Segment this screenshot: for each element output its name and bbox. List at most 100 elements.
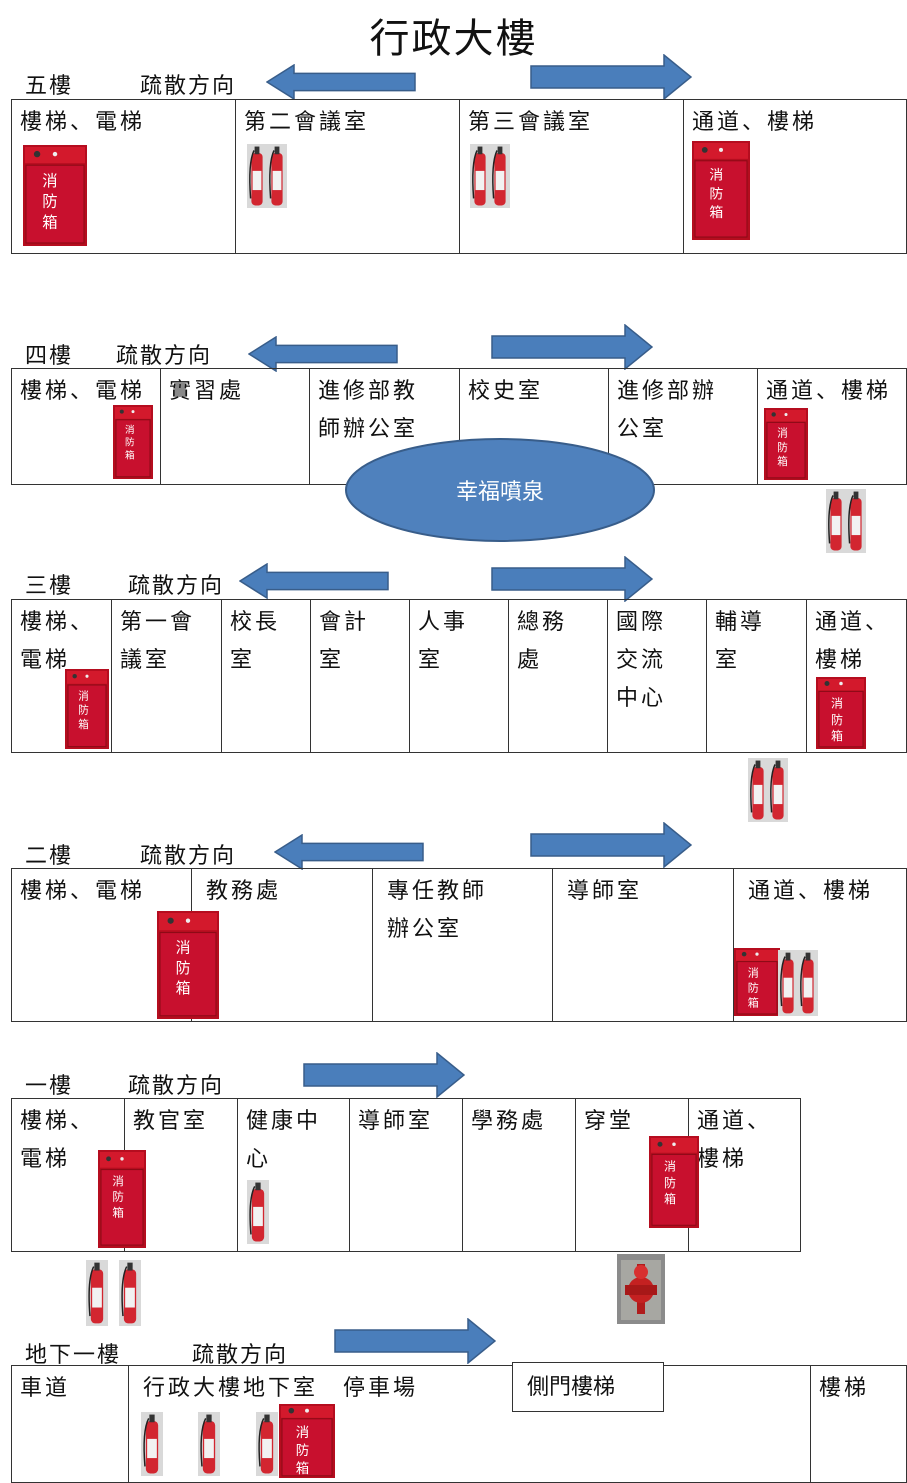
fountain-label: 幸福噴泉 <box>455 480 544 505</box>
svg-text:防: 防 <box>831 712 843 727</box>
room-label: 校長 室 <box>230 610 281 673</box>
fire-hose-cabinet-icon: 消防箱 <box>764 408 808 480</box>
fire-hose-cabinet-icon: 消防箱 <box>23 145 87 246</box>
floor-label-4f: 四樓 <box>25 344 74 369</box>
fire-hose-cabinet-icon: 消防箱 <box>65 669 109 749</box>
room-cell: 導師室 <box>350 1099 463 1251</box>
room-label: 通道、樓梯 <box>748 879 874 904</box>
evac-arrow-right-2f <box>530 822 692 868</box>
room-label: 輔導 室 <box>715 610 766 673</box>
svg-text:消: 消 <box>78 689 89 702</box>
svg-text:防: 防 <box>112 1190 124 1204</box>
room-cell: 實習處 <box>161 369 310 484</box>
fire-hose-cabinet-icon: 消防箱 <box>734 948 780 1016</box>
svg-text:消: 消 <box>42 172 57 190</box>
svg-text:箱: 箱 <box>777 455 788 468</box>
room-cell: 通道、 樓梯 <box>807 600 906 752</box>
room-cell: 校史室 <box>460 369 609 484</box>
side-stair-box: 側門樓梯 <box>512 1362 664 1412</box>
room-label: 第二會議室 <box>244 110 370 135</box>
fire-hose-cabinet-icon: 消防箱 <box>98 1150 146 1248</box>
fire-extinguisher-icon <box>748 758 788 822</box>
room-label: 樓梯、電梯 <box>20 879 146 904</box>
fire-extinguisher-icon <box>247 144 287 208</box>
room-cell: 第一會 議室 <box>112 600 222 752</box>
room-label: 車道 <box>20 1376 71 1401</box>
room-cell: 教官室 <box>125 1099 238 1251</box>
room-cell: 樓梯、電梯 <box>12 100 236 253</box>
room-cell: 輔導 室 <box>707 600 807 752</box>
svg-text:防: 防 <box>125 437 135 449</box>
svg-text:防: 防 <box>78 704 89 717</box>
evac-arrow-left-4f <box>248 336 398 372</box>
room-label: 專任教師 辦公室 <box>387 879 488 942</box>
room-label: 樓梯 <box>819 1376 870 1401</box>
evac-label-3f: 疏散方向 <box>128 574 225 599</box>
svg-text:消: 消 <box>112 1174 124 1188</box>
room-cell: 教務處 <box>192 869 373 1021</box>
floor-label-3f: 三樓 <box>25 574 74 599</box>
fire-extinguisher-icon <box>141 1412 163 1476</box>
room-cell: 第二會議室 <box>236 100 460 253</box>
svg-text:箱: 箱 <box>664 1191 676 1206</box>
fire-extinguisher-icon <box>256 1412 278 1476</box>
page-title: 行政大樓 <box>369 16 538 62</box>
evac-arrow-left-3f <box>239 563 389 599</box>
svg-text:消: 消 <box>748 966 759 980</box>
fire-extinguisher-icon <box>86 1260 108 1326</box>
svg-text:箱: 箱 <box>125 450 135 462</box>
fire-extinguisher-icon <box>778 950 818 1016</box>
room-cell: 導師室 <box>553 869 734 1021</box>
evac-arrow-right-3f <box>491 556 653 602</box>
evac-arrow-right-1f <box>303 1052 465 1098</box>
svg-text:消: 消 <box>176 939 191 957</box>
room-cell: 健康中 心 <box>238 1099 350 1251</box>
fountain-ellipse <box>345 438 655 542</box>
fire-hose-cabinet-icon: 消防箱 <box>279 1404 335 1478</box>
room-cell: 樓梯、電梯 <box>12 369 161 484</box>
room-label: 會計 室 <box>319 610 370 673</box>
room-cell: 人事 室 <box>410 600 509 752</box>
room-label: 樓梯、 電梯 <box>20 1109 96 1172</box>
room-cell: 樓梯、 電梯 <box>12 600 112 752</box>
fire-extinguisher-icon <box>470 144 510 208</box>
fire-hydrant-icon <box>617 1254 665 1324</box>
fire-extinguisher-icon <box>247 1180 269 1244</box>
room-label: 樓梯、 電梯 <box>20 610 96 673</box>
room-label: 健康中 心 <box>246 1109 322 1172</box>
evac-label-5f: 疏散方向 <box>140 74 237 99</box>
room-cell: 通道、樓梯 <box>684 100 906 253</box>
floor-row-3f: 樓梯、 電梯 第一會 議室 校長 室 會計 室 人事 室 總務 處 國際 交流 … <box>11 599 907 753</box>
svg-text:箱: 箱 <box>709 205 723 221</box>
fire-hose-cabinet-icon: 消防箱 <box>649 1136 699 1228</box>
room-cell: 總務 處 <box>509 600 608 752</box>
svg-text:箱: 箱 <box>78 718 89 731</box>
evac-label-b1: 疏散方向 <box>192 1343 289 1368</box>
room-label: 教務處 <box>206 879 282 904</box>
room-label: 進修部教 師辦公室 <box>318 379 419 442</box>
svg-text:防: 防 <box>176 959 191 977</box>
room-label: 進修部辦 公室 <box>617 379 718 442</box>
room-label: 第三會議室 <box>468 110 594 135</box>
room-cell: 會計 室 <box>311 600 410 752</box>
svg-text:箱: 箱 <box>42 213 57 231</box>
floor-label-b1: 地下一樓 <box>25 1343 122 1368</box>
room-label: 總務 處 <box>517 610 568 673</box>
evac-label-2f: 疏散方向 <box>140 844 237 869</box>
room-label: 行政大樓地下室 停車場 <box>143 1376 419 1401</box>
room-cell: 學務處 <box>463 1099 576 1251</box>
evac-arrow-left-5f <box>266 64 416 100</box>
floor-label-1f: 一樓 <box>25 1074 74 1099</box>
room-cell: 通道、樓梯 <box>734 869 906 1021</box>
svg-text:箱: 箱 <box>748 995 759 1009</box>
room-label: 實習處 <box>169 379 245 404</box>
fire-hose-cabinet-icon: 消防箱 <box>113 405 153 479</box>
svg-text:消: 消 <box>125 424 135 436</box>
floor-label-5f: 五樓 <box>25 74 74 99</box>
svg-text:防: 防 <box>777 441 788 454</box>
room-cell: 第三會議室 <box>460 100 684 253</box>
fire-hose-cabinet-icon: 消防箱 <box>157 911 219 1019</box>
evac-arrow-right-b1 <box>334 1318 496 1364</box>
svg-text:消: 消 <box>831 697 843 711</box>
fire-extinguisher-icon <box>198 1412 220 1476</box>
